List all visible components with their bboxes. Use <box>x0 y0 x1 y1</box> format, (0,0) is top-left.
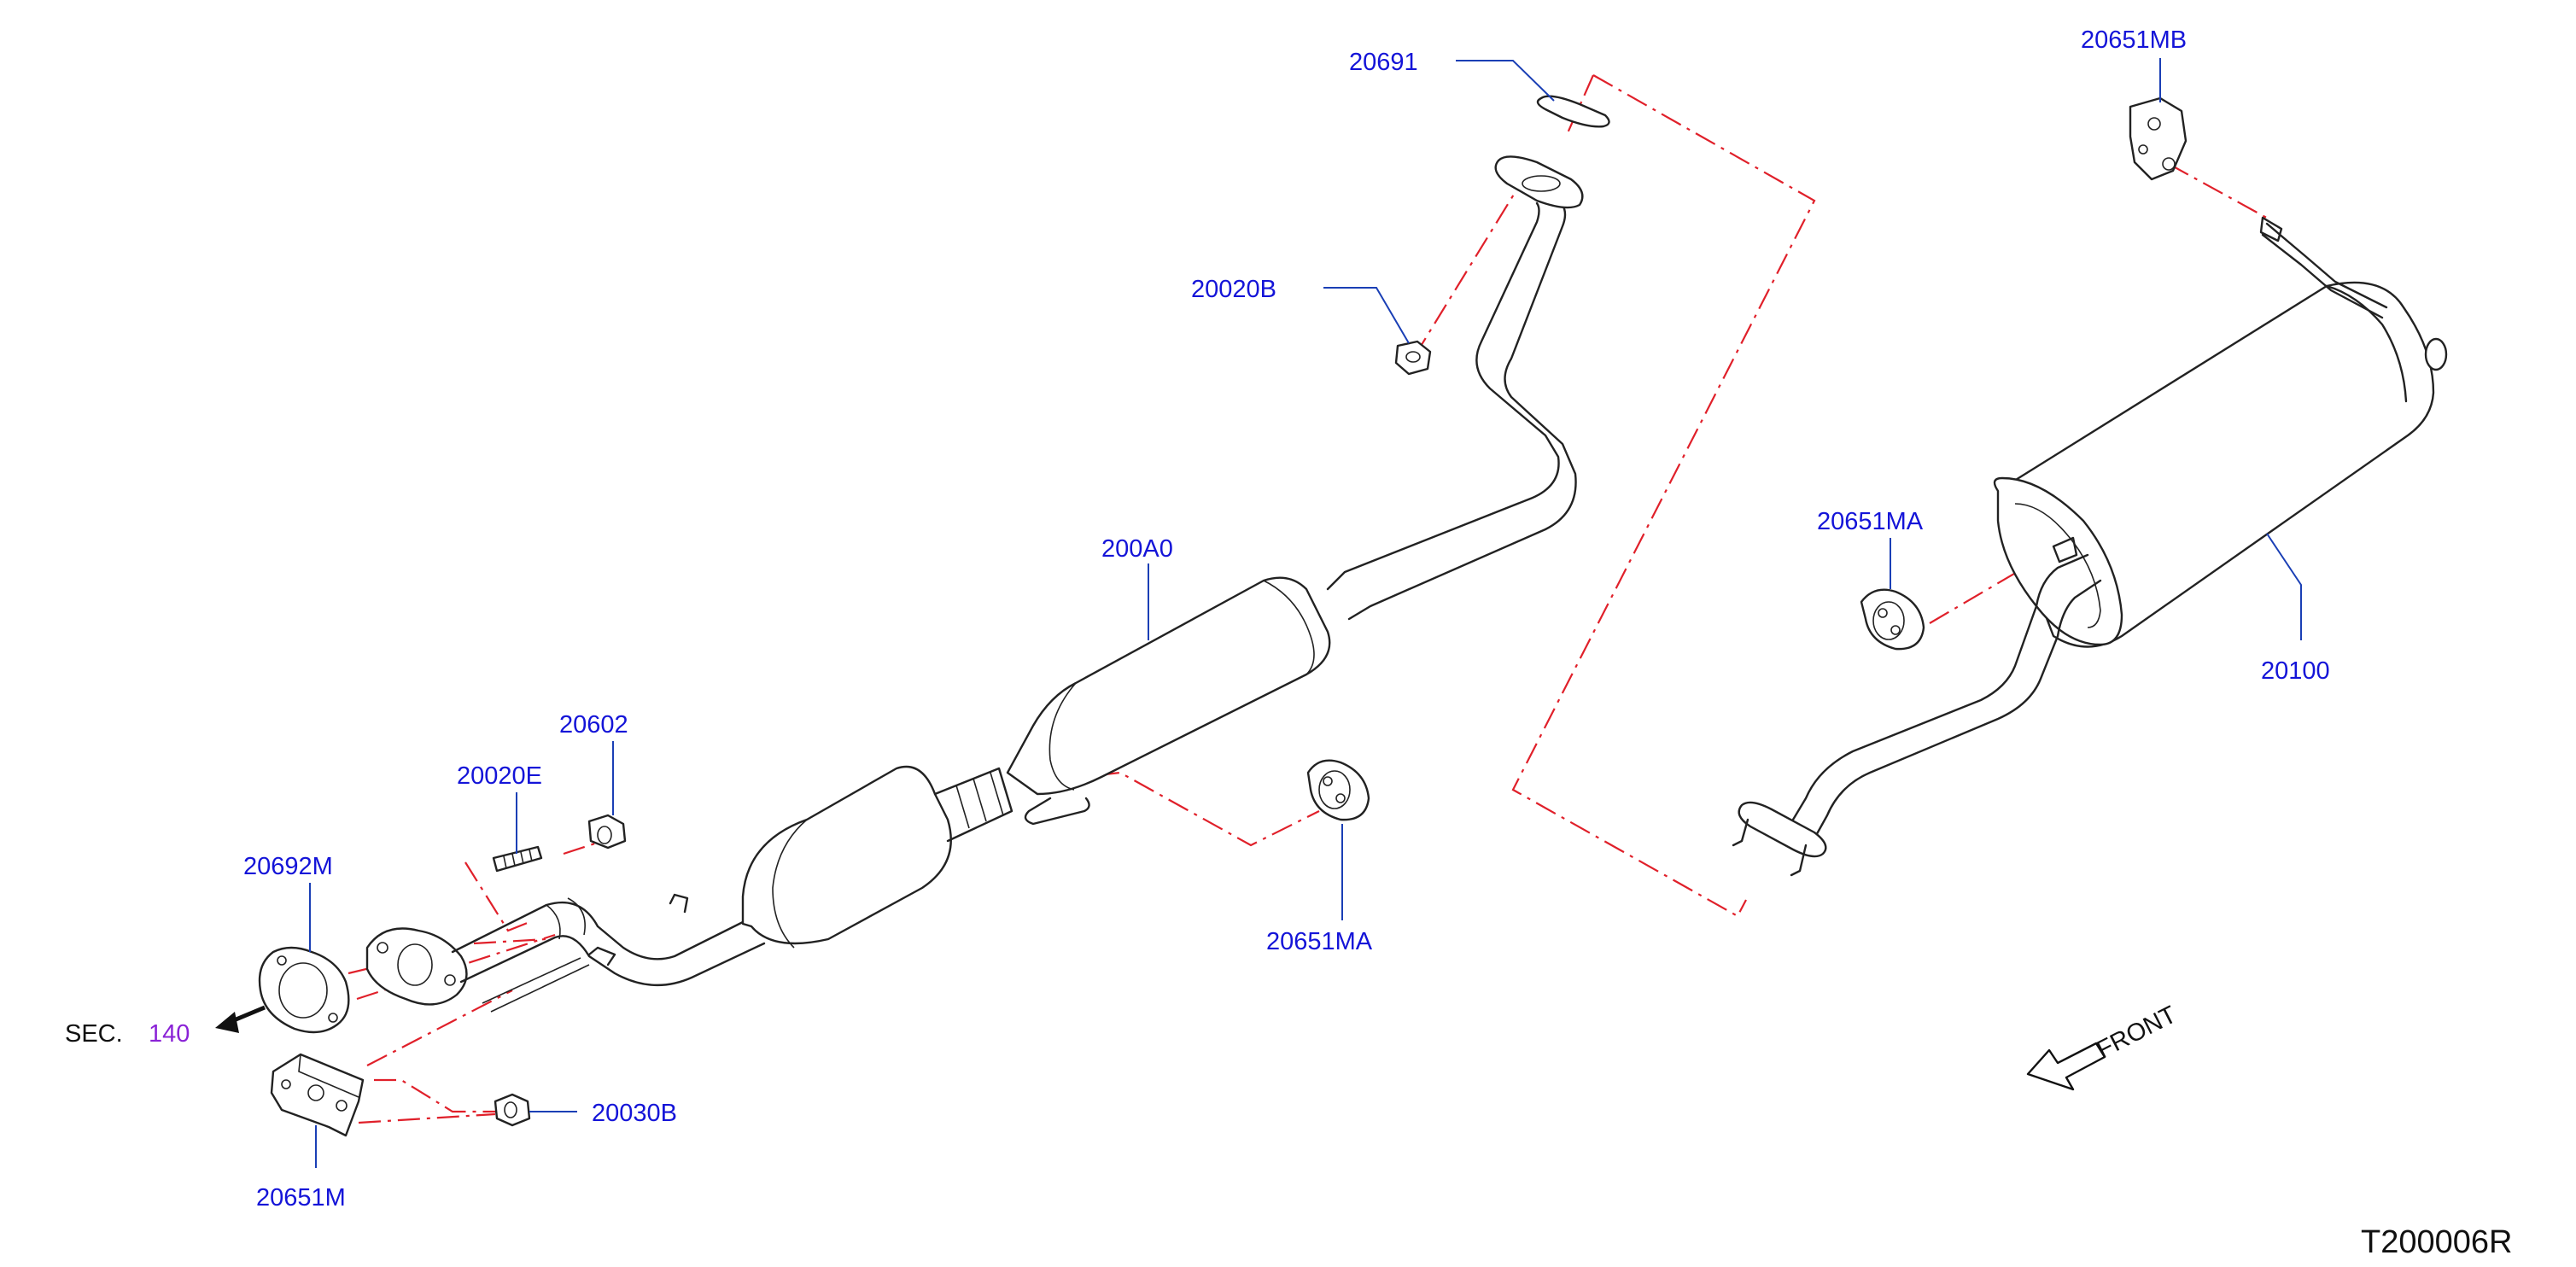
flex-joint <box>933 767 1013 843</box>
flex-ring <box>973 778 987 822</box>
nut-20602 <box>587 814 627 850</box>
outlet-flange-hole <box>1522 175 1561 192</box>
flex-ring <box>990 772 1004 816</box>
dash-nut-20602 <box>563 838 609 855</box>
dash-bracket-nut-2 <box>358 1112 496 1124</box>
front-catalyst <box>741 765 952 945</box>
inlet-flange <box>365 927 468 1006</box>
label-200A0: 200A0 <box>1101 535 1173 563</box>
dash-20651MA-front <box>1096 771 1320 847</box>
label-20100: 20100 <box>2261 657 2330 685</box>
front-exhaust-tube-200A0 <box>365 155 1584 1013</box>
dash-20020B <box>1412 170 1529 359</box>
dash-bracket-1 <box>366 990 513 1066</box>
front-pipe-band <box>546 904 561 940</box>
flex-ring <box>955 785 970 829</box>
label-20030B: 20030B <box>592 1100 677 1127</box>
inlet-flange-bolt <box>444 974 456 986</box>
front-pipe-band <box>567 897 586 936</box>
main-catalyst-seam <box>1049 682 1077 791</box>
insulator-20651MA-rear <box>1860 588 1925 651</box>
label-20651M: 20651M <box>256 1184 346 1212</box>
section-prefix: SEC. <box>65 1020 123 1048</box>
dash-bracket-nut <box>374 1078 504 1113</box>
inlet-flange-hole <box>397 943 433 986</box>
label-20020B: 20020B <box>1191 276 1276 303</box>
drawing-code: T200006R <box>2361 1224 2512 1260</box>
dash-flange-bolt <box>473 937 547 945</box>
nut-20030B <box>494 1093 531 1127</box>
catalyst-hanger-rod <box>1024 797 1090 826</box>
dash-gasket-top <box>1565 74 1595 136</box>
dash-front-to-rear <box>1511 74 1816 918</box>
front-direction-label: FRONT <box>2093 1001 2182 1064</box>
heat-rod <box>490 964 590 1013</box>
label-20691: 20691 <box>1349 49 1418 76</box>
bracket-20651M <box>270 1053 365 1137</box>
nut-20020B <box>1394 340 1432 376</box>
hanger-rod-tip <box>2259 216 2283 242</box>
leader-20100 <box>2266 533 2302 640</box>
front-pipe-upper <box>451 901 745 960</box>
inlet-flange-stud <box>1732 818 1749 847</box>
muffler-hanger-rod-b <box>2261 233 2384 319</box>
muffler-front-cap <box>1993 476 2123 646</box>
hanger-20651MB <box>2129 96 2188 181</box>
label-20602: 20602 <box>559 711 628 739</box>
dash-gasket-flange-2 <box>356 933 556 1001</box>
dash-20651MB <box>2168 163 2272 221</box>
bracket-tab <box>587 946 616 966</box>
front-pipe-lower <box>459 935 766 986</box>
leader-20691 <box>1456 60 1555 102</box>
muffler-rear-seam <box>2325 284 2408 403</box>
muffler-inlet-pipe-lower <box>1804 579 2102 855</box>
stud-20020E <box>492 845 543 873</box>
main-catalyst-end <box>1263 580 1315 675</box>
mid-pipe-upper <box>1326 201 1560 591</box>
muffler-body <box>1996 281 2435 648</box>
outlet-flange <box>1494 155 1584 209</box>
dash-stud <box>464 861 530 932</box>
inlet-flange-stud <box>1790 844 1808 877</box>
rear-muffler-20100 <box>1732 216 2448 877</box>
label-20651MA-rear: 20651MA <box>1817 508 1924 535</box>
leader-20020B <box>1323 287 1410 344</box>
label-20651MA-front: 20651MA <box>1266 928 1373 955</box>
section-arrow <box>215 1005 266 1033</box>
mid-pipe-lower <box>1347 203 1577 621</box>
front-catalyst-seam <box>772 819 808 949</box>
gasket-20691 <box>1536 95 1610 128</box>
label-20020E: 20020E <box>457 762 542 790</box>
inlet-flange-bolt <box>377 942 388 954</box>
label-20651MB: 20651MB <box>2081 26 2187 54</box>
heat-rod <box>482 957 581 1004</box>
muffler-cap-rim <box>2014 503 2101 628</box>
muffler-inlet-pipe-upper <box>1779 553 2089 843</box>
muffler-inlet-flange <box>1738 801 1827 858</box>
label-20692M: 20692M <box>243 853 333 880</box>
insulator-20651MA-front <box>1306 759 1370 821</box>
gasket-20692M <box>258 946 350 1034</box>
muffler-front-hanger <box>2052 536 2078 563</box>
section-link-140[interactable]: 140 <box>149 1020 190 1048</box>
sensor-boss <box>669 893 689 914</box>
front-arrow-icon <box>2026 1042 2106 1091</box>
muffler-hanger-rod-a <box>2265 222 2388 309</box>
tailpipe-tip <box>2424 337 2448 371</box>
main-catalyst-body <box>1006 576 1331 796</box>
leader-lines <box>309 58 2302 1168</box>
